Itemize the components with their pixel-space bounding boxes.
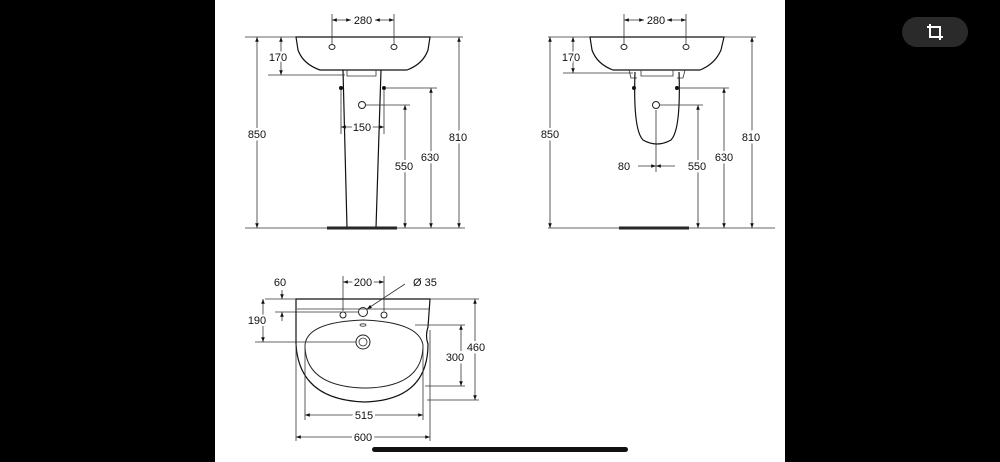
front-dim-810: 810 [449, 132, 467, 144]
front-tap-hole-right [390, 44, 398, 50]
side-dim-80: 80 [618, 161, 630, 173]
side-dim-280: 280 [647, 15, 665, 27]
side-tap-hole-left [620, 44, 628, 50]
front-tap-hole-left [328, 44, 336, 50]
top-dim-300: 300 [446, 352, 464, 364]
side-dim-630: 630 [715, 152, 733, 164]
top-dim-190: 190 [248, 315, 266, 327]
top-dim-diameter: Ø 35 [413, 277, 437, 289]
top-tap-hole-left [339, 311, 347, 319]
top-dim-460: 460 [467, 342, 485, 354]
top-basin-outline [295, 298, 431, 403]
side-view: 280 170 850 80 810 630 550 [538, 14, 775, 230]
side-basin [589, 36, 725, 71]
top-dim-60: 60 [274, 277, 286, 289]
side-dim-850: 850 [541, 129, 559, 141]
side-dim-810: 810 [742, 132, 760, 144]
side-tap-hole-right [682, 44, 690, 50]
front-dim-280: 280 [354, 15, 372, 27]
top-bowl [304, 319, 424, 389]
top-dim-200: 200 [354, 277, 372, 289]
side-dim-550: 550 [688, 161, 706, 173]
top-view: 60 190 200 Ø 35 300 460 515 600 [246, 275, 488, 447]
front-basin [295, 36, 431, 71]
front-pedestal [342, 69, 382, 229]
technical-drawing: 280 170 850 150 810 630 550 [245, 14, 775, 447]
side-semi-pedestal [634, 71, 680, 145]
top-tap-hole-right [380, 311, 388, 319]
front-view: 280 170 850 150 810 630 550 [245, 14, 470, 230]
side-dim-170: 170 [562, 52, 580, 64]
front-dim-850: 850 [248, 129, 266, 141]
front-dim-170: 170 [269, 52, 287, 64]
home-indicator[interactable] [372, 447, 628, 452]
crop-icon [927, 24, 943, 40]
top-dim-600: 600 [354, 432, 372, 444]
front-dim-150: 150 [353, 122, 371, 134]
top-waste [355, 334, 371, 350]
front-dim-630: 630 [421, 152, 439, 164]
crop-button[interactable] [902, 17, 968, 47]
front-dim-550: 550 [395, 161, 413, 173]
top-dim-515: 515 [355, 410, 373, 422]
drawing-sheet: 280 170 850 150 810 630 550 [215, 0, 785, 462]
